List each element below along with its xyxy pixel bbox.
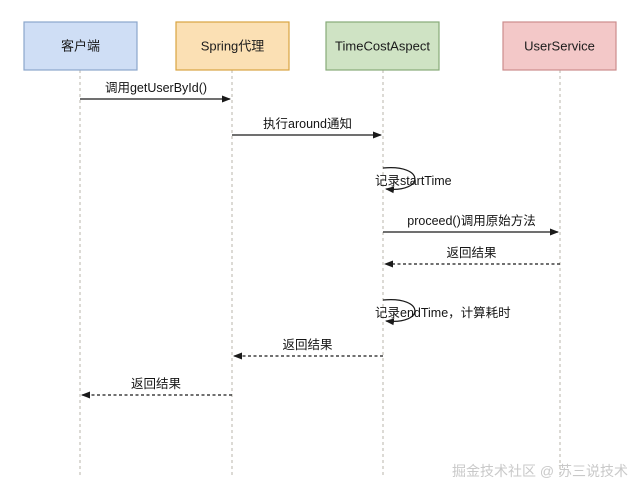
message-label: 记录endTime，计算耗时: [375, 305, 511, 320]
message-label: 执行around通知: [263, 117, 352, 131]
message-label: proceed()调用原始方法: [407, 213, 536, 228]
message-m3: 记录startTime: [375, 167, 452, 194]
participant-service[interactable]: UserService: [502, 21, 617, 71]
participant-proxy[interactable]: Spring代理: [175, 21, 290, 71]
participant-box[interactable]: [23, 21, 138, 71]
participant-label: UserService: [524, 38, 595, 53]
participant-box[interactable]: [175, 21, 290, 71]
message-m8: 返回结果: [81, 377, 232, 399]
message-m6: 记录endTime，计算耗时: [375, 299, 511, 326]
participant-client[interactable]: 客户端: [23, 21, 138, 71]
participants-group: 客户端 Spring代理 TimeCostAspect UserService: [23, 21, 617, 71]
message-label: 返回结果: [446, 246, 497, 260]
participant-box[interactable]: [325, 21, 440, 71]
message-m2: 执行around通知: [232, 117, 382, 139]
message-m1: 调用getUserById(): [80, 81, 231, 103]
lifelines-group: [79, 70, 561, 478]
participant-box[interactable]: [502, 21, 617, 71]
self-message-arc: [382, 299, 416, 326]
message-label: 返回结果: [131, 377, 182, 391]
participant-label: Spring代理: [201, 38, 265, 53]
message-label: 记录startTime: [375, 174, 452, 188]
message-m5: 返回结果: [384, 246, 560, 268]
message-label: 调用getUserById(): [105, 81, 207, 95]
message-label: 返回结果: [282, 338, 333, 352]
watermark-label: 掘金技术社区 @ 苏三说技术: [452, 463, 628, 479]
message-m4: proceed()调用原始方法: [383, 213, 559, 236]
message-m7: 返回结果: [233, 338, 383, 360]
self-message-arc: [382, 167, 416, 194]
participant-label: TimeCostAspect: [335, 38, 430, 53]
participant-aspect[interactable]: TimeCostAspect: [325, 21, 440, 71]
participant-label: 客户端: [61, 38, 100, 53]
